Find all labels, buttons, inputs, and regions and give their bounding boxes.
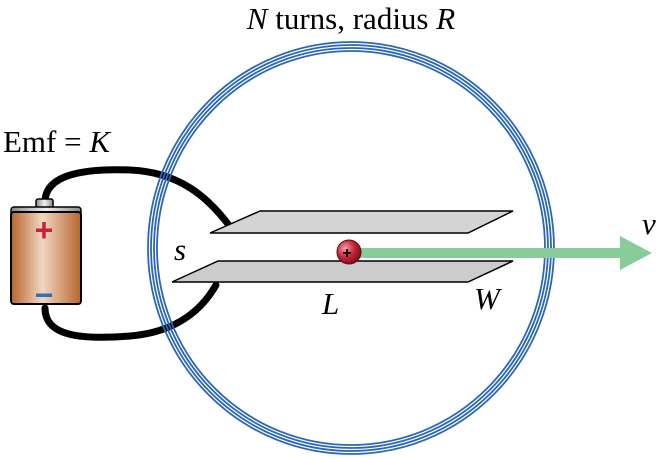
label-s: s [174, 232, 186, 267]
battery-negative-mark: − [35, 277, 54, 313]
top-plate [209, 210, 514, 234]
battery: + − [10, 198, 82, 313]
label-v: v [642, 206, 656, 241]
charge-plus-sign: + [342, 245, 351, 262]
velocity-arrow [360, 236, 652, 270]
coil-title-text: turns, radius [267, 1, 436, 36]
emf-symbol: K [88, 124, 112, 159]
label-L: L [321, 286, 339, 321]
positive-charge: + [336, 239, 362, 265]
top-wire [41, 166, 232, 228]
emf-label-text: Emf = [3, 124, 89, 159]
coil-turns-symbol: N [246, 1, 270, 36]
coil-radius-symbol: R [435, 1, 455, 36]
bottom-wire [41, 281, 220, 341]
battery-positive-mark: + [35, 212, 54, 248]
velocity-arrow-head [620, 236, 652, 270]
battery-body [10, 211, 82, 305]
bottom-plate [171, 260, 514, 283]
velocity-arrow-shaft [360, 248, 622, 258]
emf-label: Emf = K [3, 124, 112, 159]
coil-title: N turns, radius R [246, 1, 455, 36]
charge-sphere [336, 239, 362, 265]
label-W: W [474, 281, 503, 316]
